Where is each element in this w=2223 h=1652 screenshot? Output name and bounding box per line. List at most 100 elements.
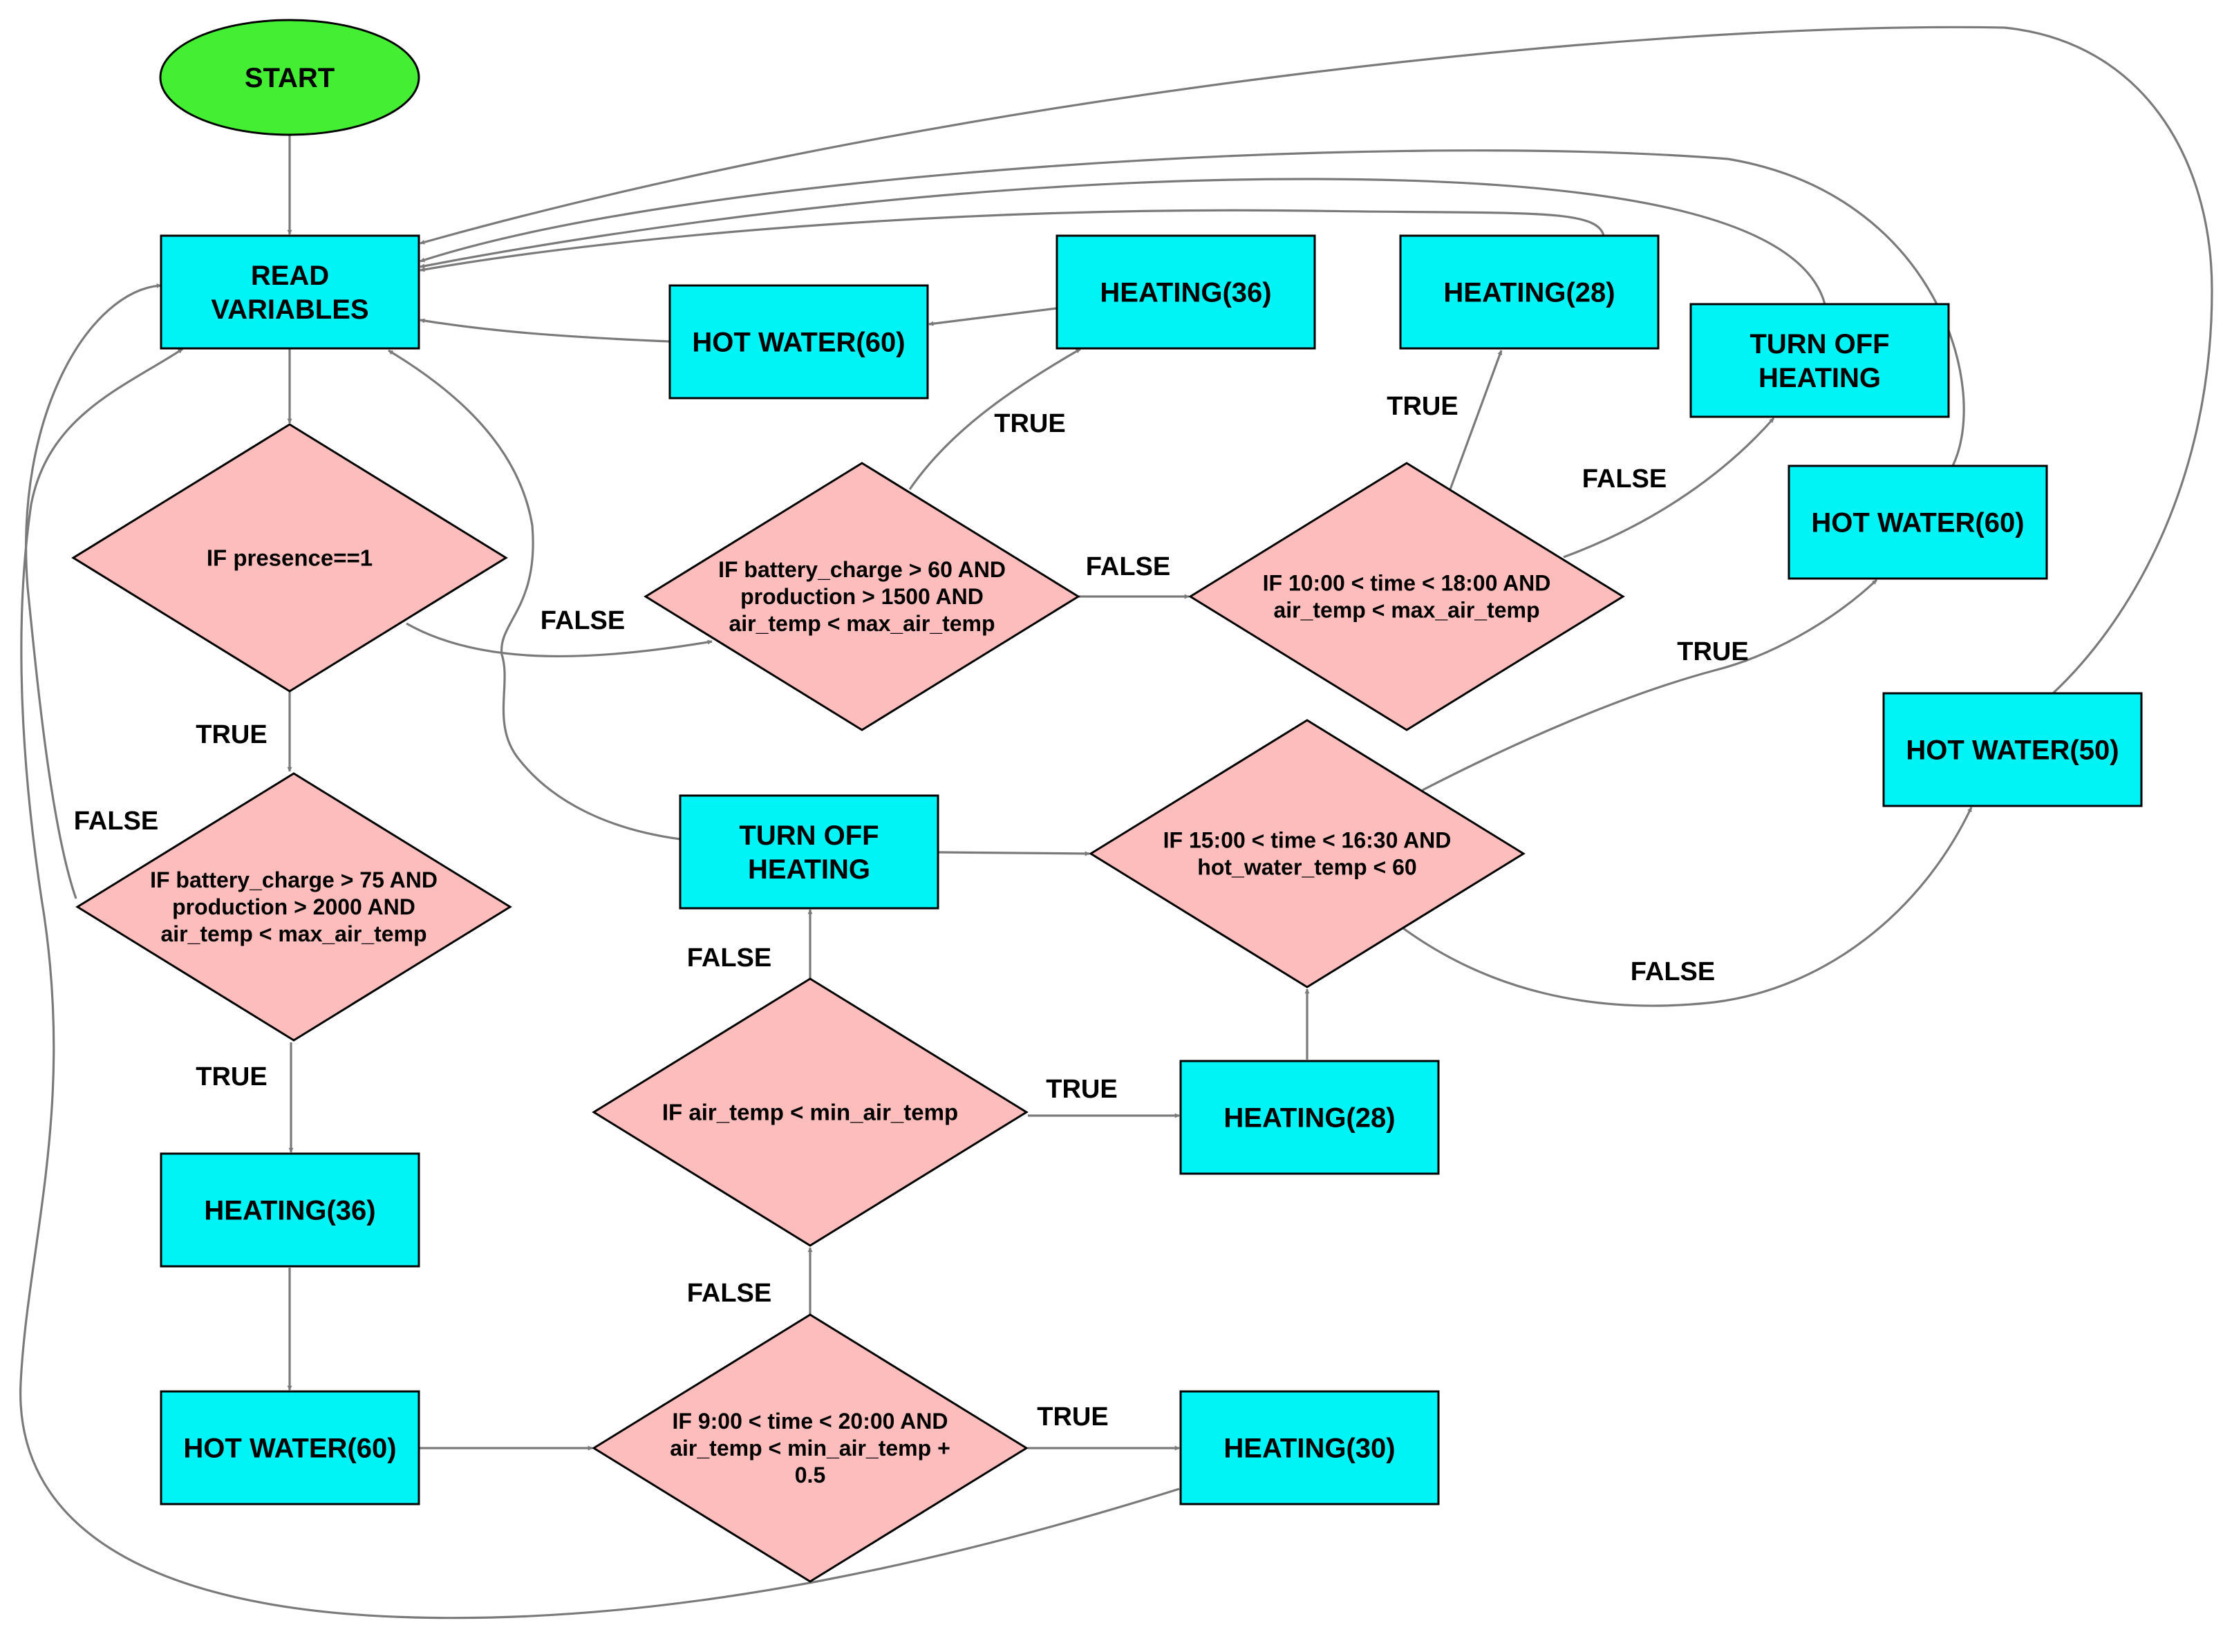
heating-36-top-node: HEATING(36) [1056,234,1316,350]
decision-time-15-1630: IF 15:00 < time < 16:30 ANDhot_water_tem… [1089,719,1526,988]
decision-diamond [1188,462,1625,731]
read-variables-node-label-0: READ [251,261,329,291]
start-node-label-0: START [245,63,335,93]
edge-labels: TRUE FALSE TRUE FALSE TRUE FALSE TRUE FA… [74,392,1749,1432]
heating-28-middle-node: HEATING(28) [1179,1060,1440,1175]
edge-heating30-to-read [19,348,1180,1620]
process-box [1882,692,2143,807]
turn-off-heating-middle-node-label-0: TURN OFF [739,820,879,851]
edge-label-time1018-true: TRUE [1387,392,1458,421]
process-box [160,1152,420,1268]
decision-diamond [1089,719,1526,988]
edge-time1018-false [1563,417,1775,559]
edge-label-presence-false: FALSE [541,606,625,635]
edge-hotwater60top-to-read [420,318,670,343]
hot-water-60-top-node: HOT WATER(60) [668,284,929,400]
hot-water-60-left-node-label-0: HOT WATER(60) [183,1434,396,1464]
edge-batt60-true [908,348,1081,490]
process-box [1399,234,1660,350]
edge-turnoff-mid-to-1516 [937,851,1090,856]
heating-30-node-label-0: HEATING(30) [1223,1434,1395,1464]
heating-28-top-node-label-0: HEATING(28) [1443,278,1615,308]
heating-36-left-node: HEATING(36) [160,1152,420,1268]
process-box [1056,234,1316,350]
decision-battery-60-label-1: production > 1500 AND [740,584,984,609]
edge-label-time920-true: TRUE [1037,1402,1108,1432]
edge-time1018-true [1449,350,1503,490]
decision-time-9-20-label-2: 0.5 [795,1463,825,1487]
process-box [160,1390,420,1505]
process-box [1689,303,1950,418]
edge-label-time1516-true: TRUE [1677,637,1748,666]
process-box [668,284,929,400]
edge-heating36top-to-hotwater60top [928,307,1058,326]
edge-label-time1018-false: FALSE [1582,464,1667,494]
decision-diamond [644,462,1080,731]
turn-off-heating-top-node: TURN OFF HEATING [1689,303,1950,418]
turn-off-heating-middle-node-label-1: HEATING [748,854,870,885]
edge-batt75-false [25,283,162,899]
decision-time-9-20-label-0: IF 9:00 < time < 20:00 AND [673,1409,948,1434]
edge-turnoff-top-to-read [420,178,1826,305]
decision-min-air-temp-label-0: IF air_temp < min_air_temp [662,1100,958,1125]
heating-36-top-node-label-0: HEATING(36) [1100,278,1271,308]
decision-diamond [71,423,508,693]
decision-battery-75-label-0: IF battery_charge > 75 AND [150,867,438,892]
decision-min-air-temp: IF air_temp < min_air_temp [592,977,1029,1247]
turn-off-heating-top-node-label-1: HEATING [1758,363,1881,393]
edge-turnoff-mid-to-read [388,349,681,841]
decision-time-10-18-label-0: IF 10:00 < time < 18:00 AND [1263,571,1551,596]
process-box [1179,1060,1440,1175]
heating-28-top-node: HEATING(28) [1399,234,1660,350]
decision-diamond [592,977,1029,1247]
decision-time-10-18-label-1: air_temp < max_air_temp [1273,598,1539,623]
turn-off-heating-top-node-label-0: TURN OFF [1750,329,1889,359]
edge-label-minair-true: TRUE [1046,1075,1117,1104]
process-box [679,794,939,910]
heating-28-middle-node-label-0: HEATING(28) [1223,1103,1395,1134]
process-box [1179,1390,1440,1505]
decision-diamond [75,772,512,1042]
start-ellipse [159,19,420,136]
decision-battery-60-label-2: air_temp < max_air_temp [729,611,995,636]
hot-water-60-top-node-label-0: HOT WATER(60) [692,328,905,358]
edge-label-batt60-false: FALSE [1086,552,1170,581]
process-box [1788,464,2048,580]
edge-presence-false [406,622,713,658]
decision-presence-label-0: IF presence==1 [207,545,373,571]
process-box [160,234,420,350]
decision-battery-60-label-0: IF battery_charge > 60 AND [718,557,1006,582]
edge-label-batt75-false: FALSE [74,807,158,836]
read-variables-node-label-1: VARIABLES [211,294,368,325]
edge-time1516-false [1403,807,1973,1007]
edge-label-batt75-true: TRUE [196,1062,267,1091]
edges [19,26,2213,1620]
heating-30-node: HEATING(30) [1179,1390,1440,1505]
decision-presence: IF presence==1 [71,423,508,693]
edge-label-time920-false: FALSE [687,1279,771,1308]
decision-time-15-1630-label-1: hot_water_temp < 60 [1197,855,1416,880]
hot-water-60-left-node: HOT WATER(60) [160,1390,420,1505]
hot-water-60-right-node-label-0: HOT WATER(60) [1811,508,2024,538]
decision-diamond [592,1313,1029,1583]
edge-label-presence-true: TRUE [196,720,267,749]
decision-battery-75-label-1: production > 2000 AND [172,894,415,919]
edge-time1516-true [1422,579,1878,791]
edge-hotwater50-to-read [420,26,2213,695]
edge-label-batt60-true: TRUE [994,409,1065,438]
hot-water-50-node-label-0: HOT WATER(50) [1906,735,2119,766]
hot-water-60-right-node: HOT WATER(60) [1788,464,2048,580]
edge-label-time1516-false: FALSE [1631,957,1715,986]
heating-36-left-node-label-0: HEATING(36) [204,1196,375,1226]
hot-water-50-node: HOT WATER(50) [1882,692,2143,807]
start-node: START [159,19,420,136]
edge-label-minair-false: FALSE [687,944,771,973]
